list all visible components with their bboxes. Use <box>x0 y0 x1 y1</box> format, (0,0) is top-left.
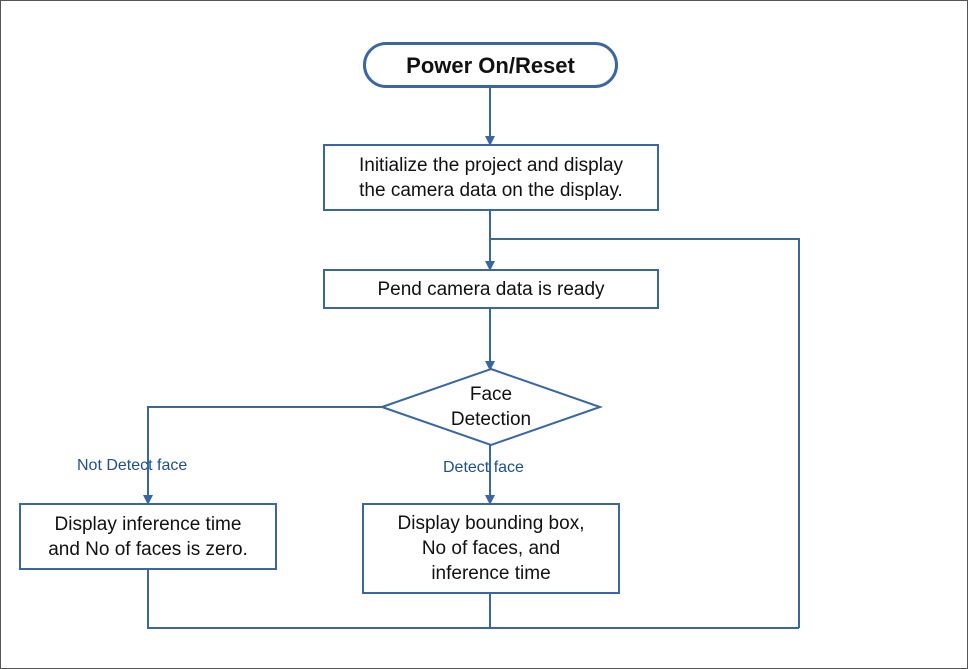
init-process-label: Initialize the project and display the c… <box>358 154 624 201</box>
decision-diamond <box>378 367 604 447</box>
init-process-box: Initialize the project and display the c… <box>323 144 659 211</box>
decision-label: Face Detection <box>450 384 532 430</box>
edge-decision-not-detect <box>143 406 382 505</box>
edge-loop-back <box>490 238 800 628</box>
face-process-label: Display bounding box, No of faces, and i… <box>397 513 585 584</box>
pend-process-label: Pend camera data is ready <box>377 278 605 300</box>
no-face-process-label: Display inference time and No of faces i… <box>48 513 248 560</box>
start-terminal-label: Power On/Reset <box>406 52 575 78</box>
start-terminal: Power On/Reset <box>363 42 618 88</box>
pend-process-box: Pend camera data is ready <box>323 269 659 309</box>
edge-no-face-return <box>147 570 799 629</box>
no-face-process-box: Display inference time and No of faces i… <box>19 503 277 570</box>
not-detect-face-label: Not Detect face <box>77 457 188 474</box>
detect-face-label: Detect face <box>443 459 524 476</box>
face-process-box: Display bounding box, No of faces, and i… <box>362 503 620 594</box>
